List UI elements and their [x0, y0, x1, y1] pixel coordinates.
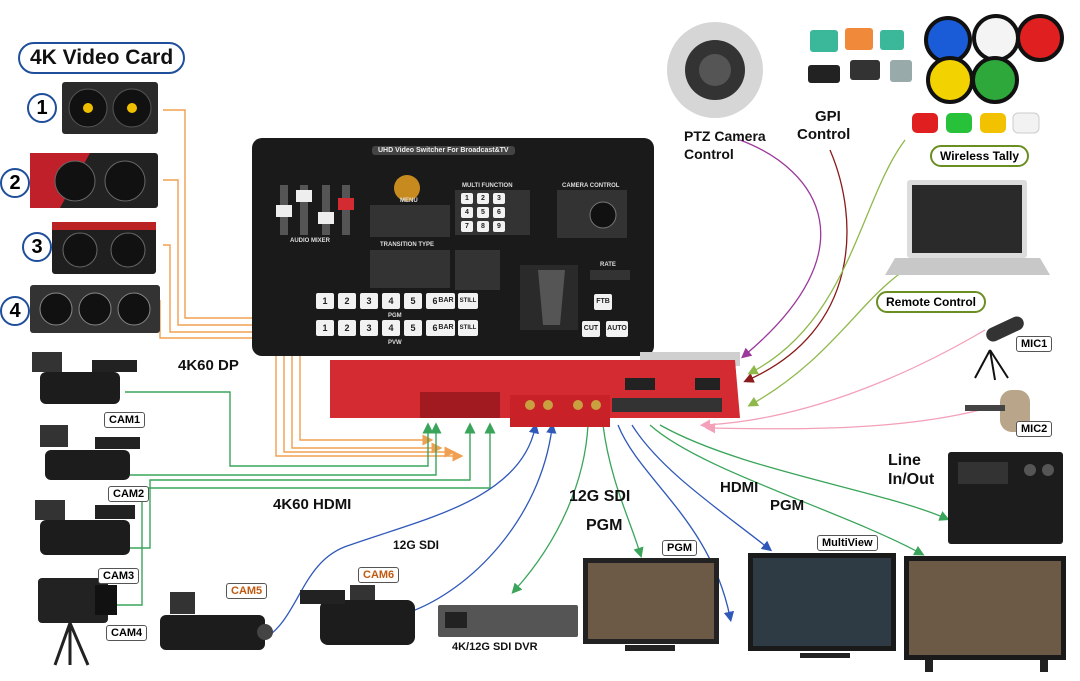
tag-cam2: CAM2 — [108, 486, 150, 502]
label-12g-sdi-small: 12G SDI — [393, 538, 440, 552]
tag-mic1: MIC1 — [1016, 336, 1053, 352]
multi-key-4[interactable]: 4 — [461, 207, 473, 218]
console-menu: MENU — [400, 198, 418, 204]
diagram-title: 4K Video Card — [18, 42, 186, 74]
label-ptz-camera: PTZ Camera — [684, 128, 766, 144]
label-gpi: GPI — [815, 108, 841, 125]
pvw-key-5[interactable]: 5 — [404, 320, 422, 336]
pgm-key-1[interactable]: 1 — [316, 293, 334, 309]
video-card-1 — [62, 82, 158, 134]
label-12g-sdi: 12G SDI — [569, 488, 631, 505]
label-line: Line — [888, 452, 921, 469]
multiview-monitor-icon — [748, 553, 896, 658]
ftb-key[interactable]: FTB — [594, 294, 612, 310]
tag-pgm-monitor: PGM — [662, 540, 698, 556]
console-rate: RATE — [600, 262, 616, 268]
console-audio-mixer: AUDIO MIXER — [290, 238, 331, 244]
video-switcher-console — [252, 138, 740, 427]
label-pgm: PGM — [586, 517, 623, 534]
pvw-bar-key[interactable]: BAR — [437, 320, 455, 336]
console-header: UHD Video Switcher For Broadcast&TV — [372, 146, 515, 155]
label-pgm-out: PGM — [770, 497, 805, 514]
label-4k60-hdmi: 4K60 HDMI — [273, 496, 352, 513]
tag-multiview-monitor: MultiView — [817, 535, 878, 551]
multi-key-5[interactable]: 5 — [477, 207, 489, 218]
ptz-joystick-icon — [667, 22, 763, 118]
sdi-in-lines — [261, 422, 557, 641]
tv-icon — [904, 556, 1066, 672]
output-lines — [511, 424, 950, 623]
tag-cam5: CAM5 — [226, 583, 268, 599]
label-dvr: 4K/12G SDI DVR — [452, 641, 538, 653]
pvw-key-3[interactable]: 3 — [360, 320, 378, 336]
tag-cam1: CAM1 — [104, 412, 146, 428]
video-card-4 — [30, 285, 160, 333]
camera-6-icon — [300, 585, 415, 645]
label-in-out: In/Out — [888, 471, 935, 488]
multi-key-8[interactable]: 8 — [477, 221, 489, 232]
console-pvw-label: PVW — [388, 340, 402, 346]
tag-cam4: CAM4 — [106, 625, 148, 641]
pgm-key-2[interactable]: 2 — [338, 293, 356, 309]
tally-lights-icon — [912, 112, 1040, 134]
multi-key-2[interactable]: 2 — [477, 193, 489, 204]
video-card-2 — [30, 153, 158, 208]
pgm-key-4[interactable]: 4 — [382, 293, 400, 309]
pgm-bar-key[interactable]: BAR — [437, 293, 455, 309]
multi-key-9[interactable]: 9 — [493, 221, 505, 232]
auto-key[interactable]: AUTO — [606, 321, 628, 337]
label-4k60-dp: 4K60 DP — [178, 357, 239, 374]
label-hdmi-out: HDMI — [720, 479, 759, 496]
multi-key-6[interactable]: 6 — [493, 207, 505, 218]
camera-2-icon — [40, 425, 140, 480]
pgm-still-key[interactable]: STILL — [458, 293, 478, 309]
audio-mixer-icon — [948, 452, 1063, 544]
video-card-3 — [52, 222, 156, 274]
pvw-still-key[interactable]: STILL — [458, 320, 478, 336]
console-pgm-label: PGM — [388, 313, 402, 319]
multi-key-7[interactable]: 7 — [461, 221, 473, 232]
remote-control-pill: Remote Control — [876, 291, 986, 313]
cut-key[interactable]: CUT — [582, 321, 600, 337]
tag-cam6: CAM6 — [358, 567, 400, 583]
camera-1-icon — [32, 352, 137, 404]
multi-key-3[interactable]: 3 — [493, 193, 505, 204]
console-camera-control: CAMERA CONTROL — [562, 183, 620, 189]
card-number-3: 3 — [22, 232, 52, 262]
camera-4-icon — [38, 578, 117, 666]
label-ptz-control: Control — [684, 146, 734, 162]
pgm-monitor-icon — [583, 558, 719, 651]
camera-3-icon — [35, 500, 135, 555]
card-number-2: 2 — [0, 168, 30, 198]
tag-mic2: MIC2 — [1016, 421, 1053, 437]
pvw-key-2[interactable]: 2 — [338, 320, 356, 336]
pgm-key-3[interactable]: 3 — [360, 293, 378, 309]
microphone-1-icon — [974, 316, 1024, 381]
arcade-buttons-icon — [924, 14, 1064, 104]
tag-cam3: CAM3 — [98, 568, 140, 584]
gpi-connectors-icon — [808, 28, 912, 83]
multi-key-1[interactable]: 1 — [461, 193, 473, 204]
control-lines — [699, 139, 986, 434]
pgm-key-5[interactable]: 5 — [404, 293, 422, 309]
camera-5-icon — [160, 592, 273, 650]
dvr-icon — [438, 605, 578, 637]
hdmi-lines — [110, 391, 496, 606]
console-multi-function: MULTI FUNCTION — [462, 183, 513, 189]
card-number-4: 4 — [0, 296, 30, 326]
pvw-key-1[interactable]: 1 — [316, 320, 334, 336]
wireless-tally-pill: Wireless Tally — [930, 145, 1030, 167]
label-gpi-control: Control — [797, 126, 851, 143]
pvw-key-4[interactable]: 4 — [382, 320, 400, 336]
card-number-1: 1 — [27, 93, 57, 123]
laptop-icon — [885, 180, 1050, 275]
console-transition-type: TRANSITION TYPE — [380, 242, 435, 248]
